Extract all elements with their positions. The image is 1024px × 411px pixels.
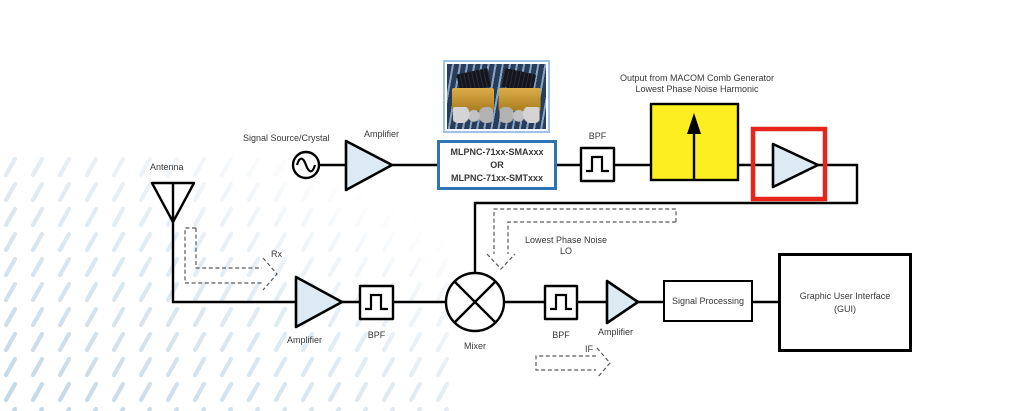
gui-label-line1: Graphic User Interface [799, 290, 891, 301]
gui-label-line2: (GUI) [834, 303, 856, 314]
amplifier-label-top: Amplifier [364, 129, 400, 139]
amplifier-label-if: Amplifier [598, 327, 634, 337]
comb-generator-photo [443, 60, 550, 133]
mlpnc-comb-generator-box: MLPNC-71xx-SMAxxx OR MLPNC-71xx-SMTxxx [437, 140, 557, 190]
amplifier-symbol-rx [294, 275, 344, 329]
amplifier-symbol-lo [771, 142, 820, 189]
bpf-label-top: BPF [588, 131, 607, 141]
bpf-label-if: BPF [552, 330, 570, 340]
comb-module-left [451, 67, 494, 124]
amplifier-symbol-if [605, 279, 640, 325]
lo-dashed-arrow [486, 208, 677, 270]
comb-output-harmonic-box [649, 102, 740, 182]
lo-caption-line1: Lowest Phase Noise [524, 235, 608, 245]
red-highlight-frame [750, 126, 828, 202]
comb-output-caption-line2: Lowest Phase Noise Harmonic [635, 84, 759, 94]
mixer-label: Mixer [464, 341, 486, 351]
oscillator-icon [291, 150, 321, 180]
mlpnc-model-a: MLPNC-71xx-SMAxxx [450, 146, 544, 157]
comb-generator-photo-image [447, 64, 546, 129]
antenna-label: Antenna [150, 162, 184, 172]
mlpnc-model-b: MLPNC-71xx-SMTxxx [450, 172, 544, 183]
comb-output-caption-line1: Output from MACOM Comb Generator [619, 73, 775, 83]
mlpnc-or: OR [490, 159, 504, 170]
antenna-icon [150, 181, 296, 304]
bpf-symbol-if [543, 284, 579, 321]
bpf-symbol-rx [358, 284, 395, 321]
signal-source-label: Signal Source/Crystal [243, 133, 330, 143]
up-arrow-icon [687, 113, 701, 134]
connection-wires [319, 163, 859, 304]
rx-label: Rx [271, 249, 282, 259]
signal-processing-label: Signal Processing [671, 296, 745, 306]
rx-dashed-arrow [184, 227, 278, 291]
gui-box: Graphic User Interface (GUI) [778, 253, 912, 352]
comb-module-right [499, 67, 542, 124]
lo-caption-line2: LO [559, 246, 572, 256]
amplifier-label-rx: Amplifier [287, 335, 323, 345]
bpf-symbol-top [579, 146, 616, 183]
amplifier-symbol-source [344, 139, 394, 192]
lo-caption: Lowest Phase Noise LO [516, 235, 616, 257]
lo-feed-wire [473, 163, 859, 273]
signal-processing-box: Signal Processing [663, 280, 753, 322]
if-label: IF [585, 344, 593, 354]
bpf-label-rx: BPF [367, 330, 386, 340]
if-dashed-arrow [535, 347, 611, 379]
comb-output-caption: Output from MACOM Comb Generator Lowest … [607, 73, 787, 95]
mixer-symbol [444, 271, 506, 333]
